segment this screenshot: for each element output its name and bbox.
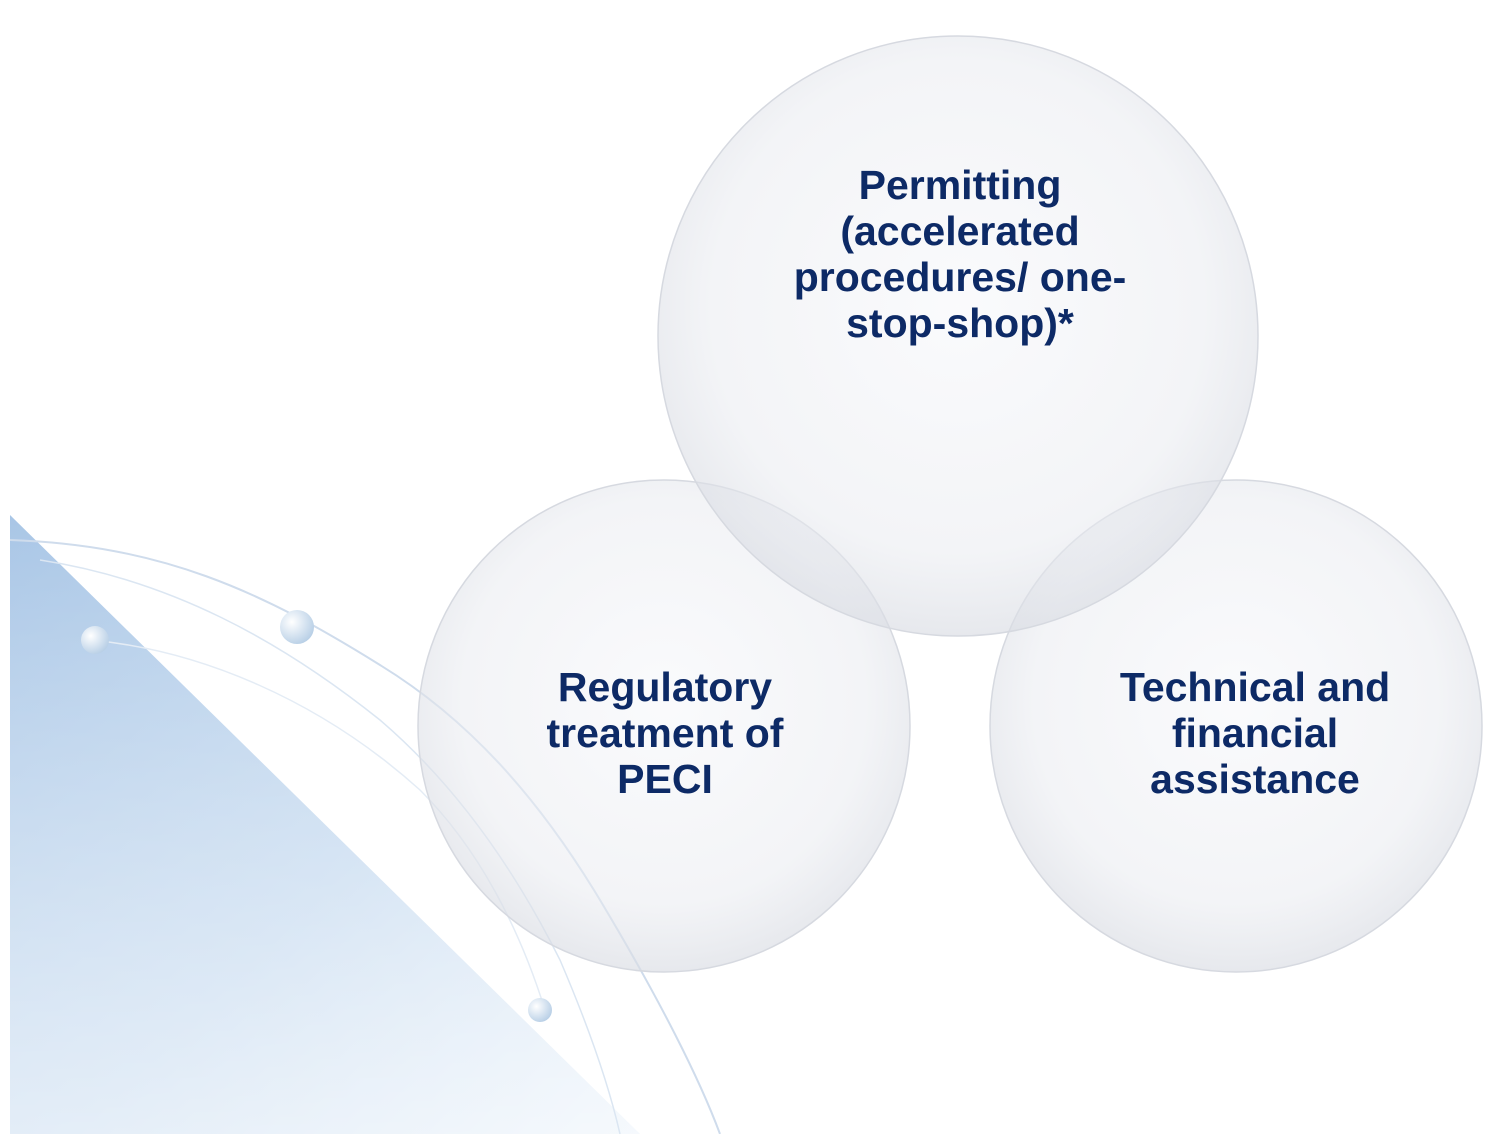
circle-label-regulatory-treatment: Regulatory treatment of PECI xyxy=(546,664,784,802)
venn-circles xyxy=(417,35,1483,973)
decorative-bead-icon xyxy=(280,610,314,644)
decorative-bead-icon xyxy=(81,626,109,654)
venn-circle-right xyxy=(989,479,1483,973)
circle-label-permitting: Permitting (accelerated procedures/ one-… xyxy=(793,162,1127,346)
circle-label-technical-financial-assistance: Technical and financial assistance xyxy=(1119,664,1391,802)
decorative-swoosh-line xyxy=(89,639,546,1011)
background-decoration xyxy=(9,515,721,1134)
decorative-bead-icon xyxy=(528,998,552,1022)
venn-circle-left xyxy=(417,479,911,973)
venn-circle-top xyxy=(657,35,1259,637)
